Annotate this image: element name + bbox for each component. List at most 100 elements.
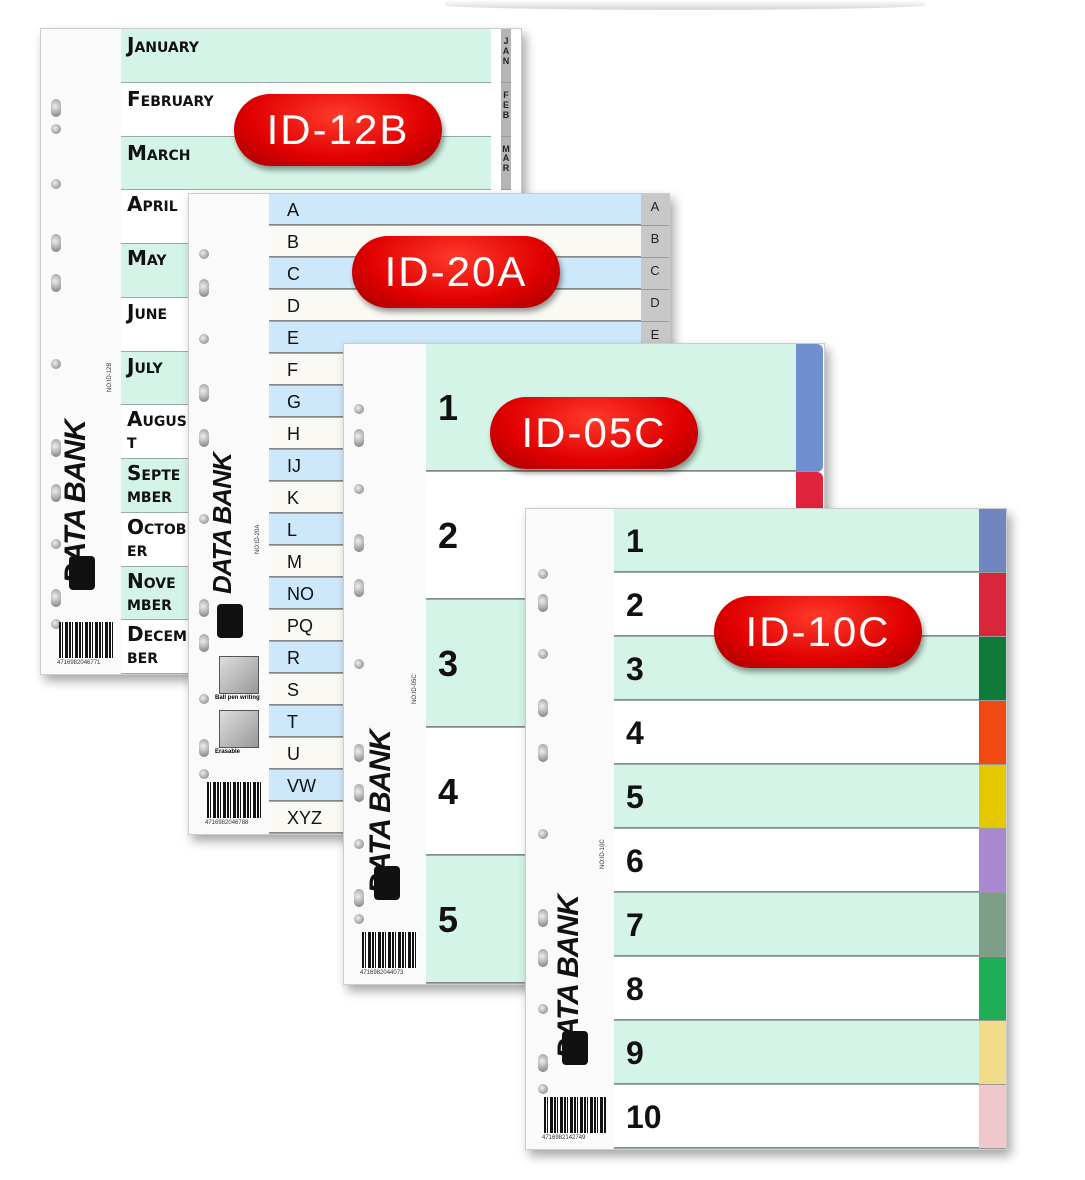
punch-hole-icon [51, 619, 61, 629]
product-label-id-12b: ID-12B [234, 94, 442, 166]
barcode [59, 622, 113, 658]
brand-logo-mark-icon [217, 604, 243, 638]
tab-strip [979, 509, 1006, 1149]
barcode-number: 4716982142749 [542, 1135, 586, 1141]
index-tab[interactable]: A [641, 194, 669, 226]
index-tab[interactable]: FEB [501, 82, 511, 137]
barcode [544, 1097, 606, 1133]
punch-hole-icon [199, 769, 209, 779]
index-tab[interactable] [979, 1021, 1006, 1085]
punch-hole-icon [51, 484, 61, 502]
instruction-caption: Erasable [215, 749, 241, 755]
punch-hole-icon [51, 439, 61, 457]
index-row[interactable]: 10 [614, 1085, 979, 1149]
index-tab[interactable] [796, 344, 823, 472]
punch-hole-icon [354, 659, 364, 669]
punch-hole-icon [354, 484, 364, 494]
index-tab[interactable] [979, 573, 1006, 637]
index-tab[interactable]: MAR [501, 136, 511, 191]
index-row[interactable]: 4 [614, 701, 979, 765]
punch-hole-icon [199, 279, 209, 297]
punch-hole-icon [354, 404, 364, 414]
punch-hole-icon [51, 589, 61, 607]
index-row[interactable]: 1 [614, 509, 979, 573]
index-row[interactable]: 7 [614, 893, 979, 957]
punch-hole-icon [538, 829, 548, 839]
brand-logo-mark-icon [374, 866, 400, 900]
punch-hole-icon [51, 179, 61, 189]
punch-hole-icon [538, 699, 548, 717]
instruction-caption: Ball pen writing [215, 695, 260, 701]
product-label-id-05c: ID-05C [490, 397, 698, 469]
brand-logo-mark-icon [69, 556, 95, 590]
punch-hole-icon [199, 599, 209, 617]
index-tab[interactable]: C [641, 258, 669, 290]
brand-logo-mark-icon [562, 1031, 588, 1065]
punch-hole-icon [354, 914, 364, 924]
punch-hole-icon [538, 1084, 548, 1094]
punch-hole-icon [199, 514, 209, 524]
index-tab[interactable] [979, 637, 1006, 701]
punch-hole-icon [51, 274, 61, 292]
punch-hole-icon [199, 634, 209, 652]
index-tab[interactable] [979, 509, 1006, 573]
model-number: NO:ID-05C [412, 674, 418, 704]
model-number: NO:ID-10C [600, 839, 606, 869]
punch-hole-icon [538, 1054, 548, 1072]
punch-hole-icon [354, 839, 364, 849]
index-row[interactable]: A [269, 194, 641, 226]
punch-hole-icon [199, 429, 209, 447]
index-tab[interactable] [979, 1085, 1006, 1149]
punch-hole-icon [51, 234, 61, 252]
barcode-number: 4716982044073 [360, 970, 404, 976]
punch-hole-icon [354, 744, 364, 762]
index-row[interactable]: January [121, 29, 491, 83]
index-tab[interactable]: D [641, 290, 669, 322]
index-row[interactable]: 5 [614, 765, 979, 829]
index-tab[interactable] [979, 765, 1006, 829]
punch-hole-icon [538, 1004, 548, 1014]
punch-hole-icon [538, 949, 548, 967]
index-row[interactable]: 9 [614, 1021, 979, 1085]
punch-hole-icon [199, 384, 209, 402]
index-tab[interactable] [979, 957, 1006, 1021]
barcode-number: 4716982046788 [205, 820, 249, 826]
index-row[interactable]: 6 [614, 829, 979, 893]
punch-hole-icon [51, 124, 61, 134]
punch-hole-icon [199, 249, 209, 259]
punch-hole-icon [354, 784, 364, 802]
barcode [362, 932, 418, 968]
punch-hole-icon [354, 889, 364, 907]
punch-hole-icon [199, 739, 209, 757]
model-number: NO:ID-12B [107, 362, 113, 392]
instruction-image [219, 710, 259, 748]
punch-hole-icon [199, 694, 209, 704]
punch-hole-icon [538, 649, 548, 659]
punch-hole-icon [354, 429, 364, 447]
index-tab[interactable]: JAN [501, 29, 511, 83]
punch-hole-icon [354, 579, 364, 597]
index-tab[interactable] [979, 701, 1006, 765]
product-label-id-10c: ID-10C [714, 596, 922, 668]
index-tab[interactable] [979, 893, 1006, 957]
model-number: NO:ID-20A [255, 524, 261, 554]
barcode [207, 782, 261, 818]
index-row[interactable]: 8 [614, 957, 979, 1021]
punch-hole-icon [51, 99, 61, 117]
punch-margin: DATA BANK NO:ID-20A 4716982046788 Ball pen … [189, 194, 269, 834]
instruction-image [219, 656, 259, 694]
index-tab[interactable] [979, 829, 1006, 893]
index-tab[interactable]: B [641, 226, 669, 258]
shadow-strip [445, 0, 925, 10]
product-label-id-20a: ID-20A [352, 236, 560, 308]
brand-logo: DATA BANK [207, 453, 237, 594]
punch-hole-icon [538, 594, 548, 612]
punch-hole-icon [538, 909, 548, 927]
barcode-number: 4716982046771 [57, 660, 101, 666]
